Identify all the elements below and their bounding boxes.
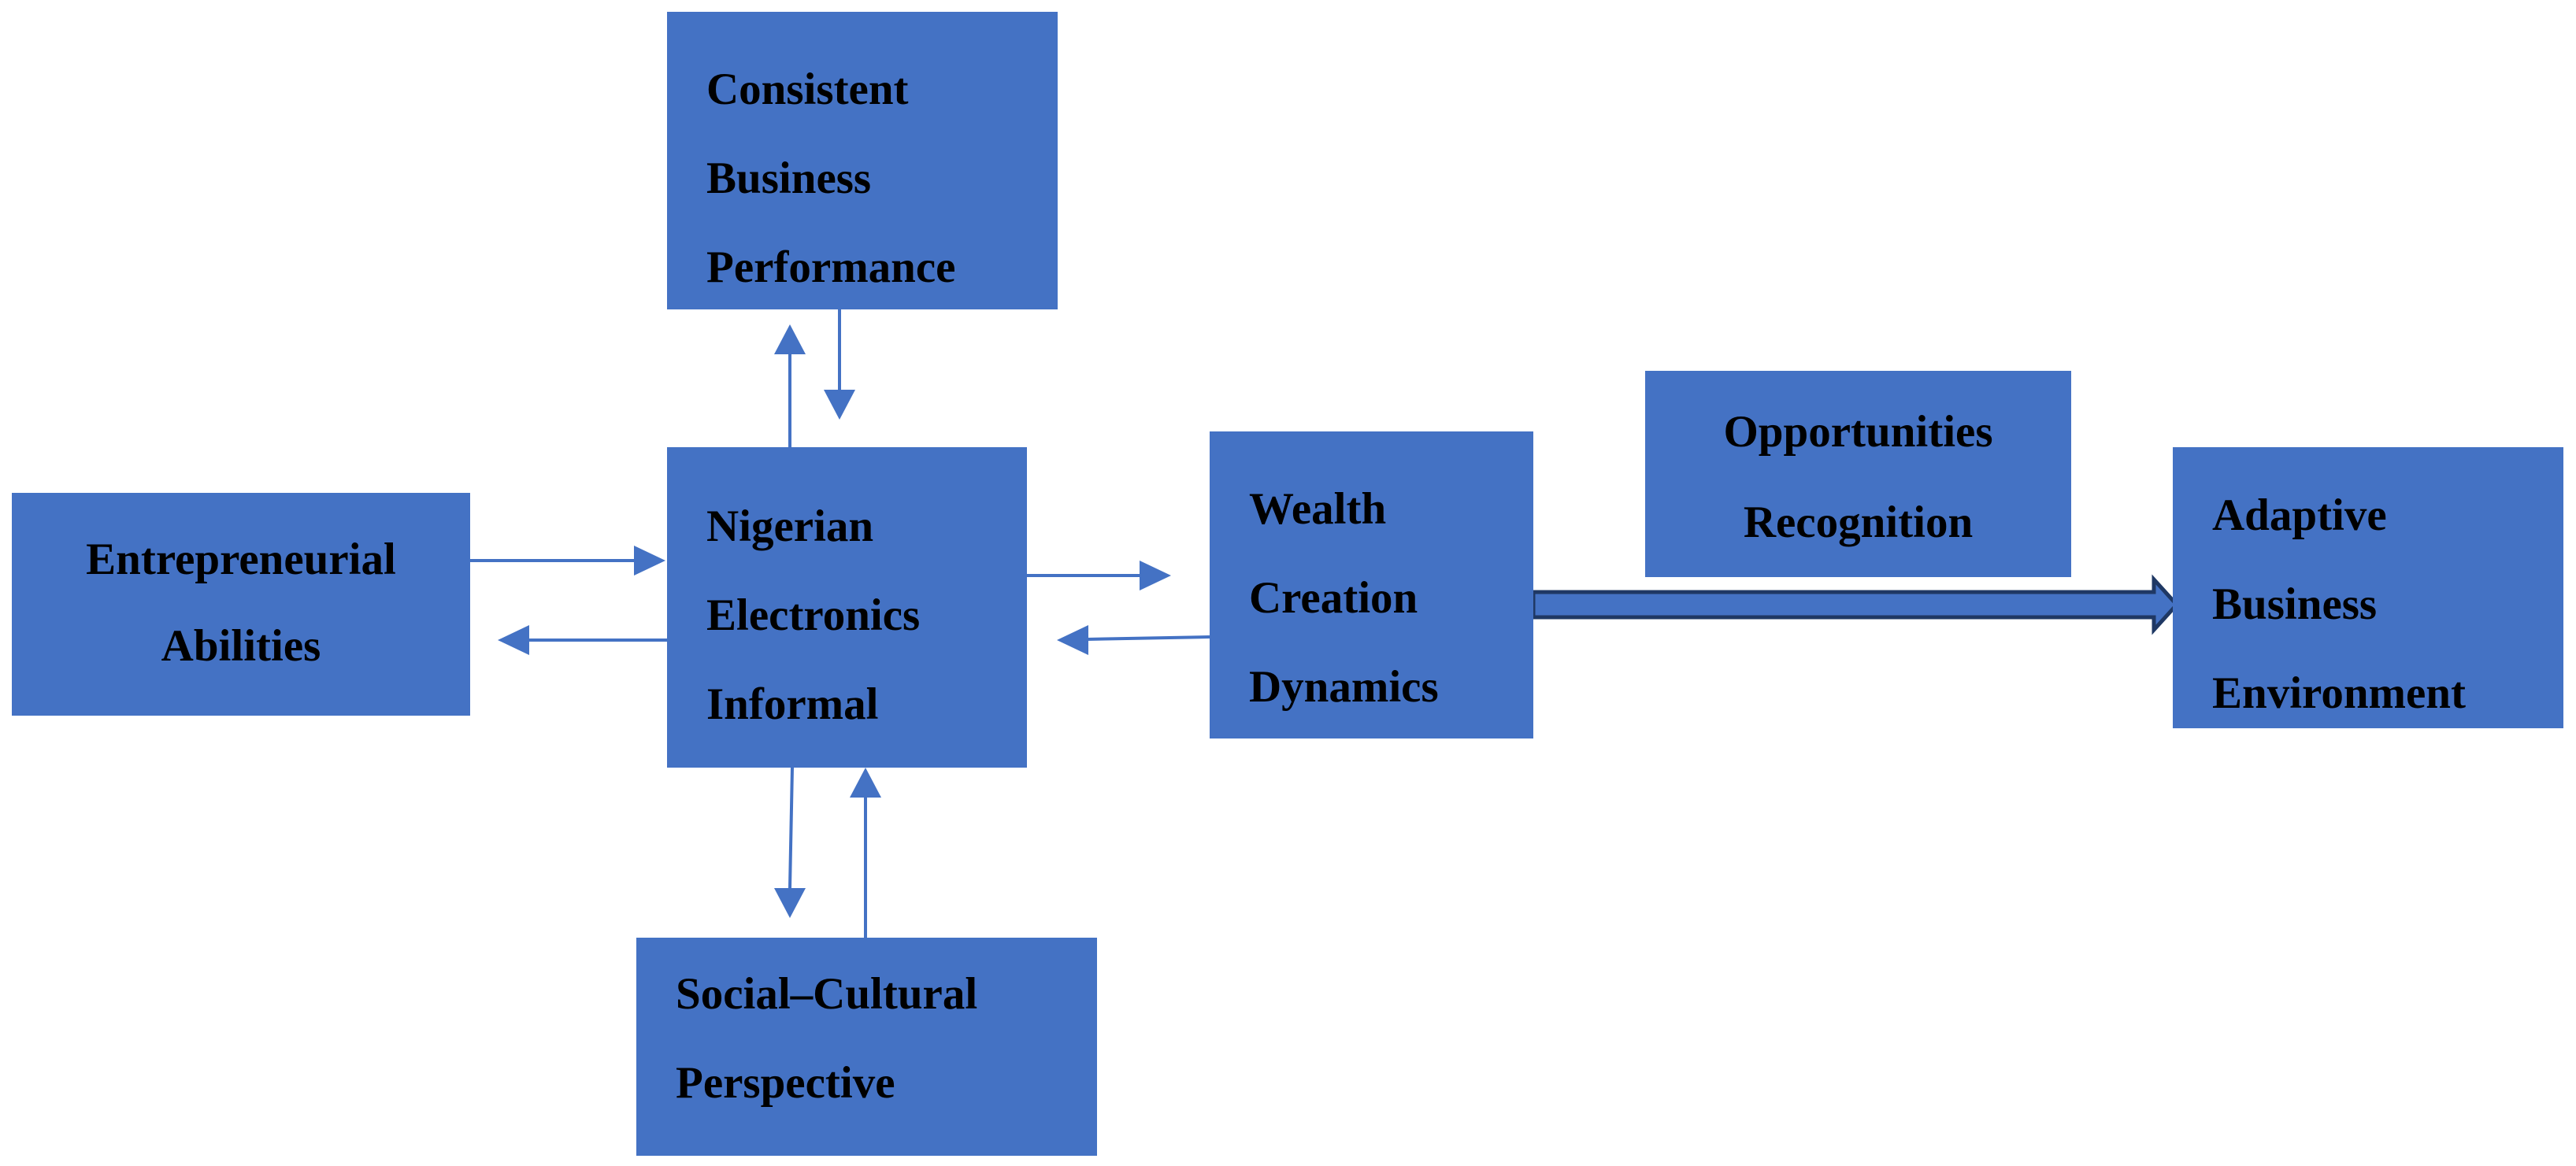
node-label-line: Environment [2212,668,2466,718]
node-opportunities-recognition: Opportunities Recognition [1645,371,2071,577]
node-label-line: Creation [1249,573,1418,623]
node-label-line: Social–Cultural [676,969,978,1019]
node-label-line: Business [706,154,872,203]
node-label-line: Wealth [1249,484,1387,534]
node-label-line: Adaptive [2212,490,2387,540]
arrow-social-to-nigerian [850,768,881,938]
node-label-line: Perspective [676,1058,895,1108]
arrow-consistent-to-nigerian [824,309,855,420]
arrow-entrepreneurial-to-nigerian [470,546,665,576]
node-label-line: Electronics [706,590,921,640]
node-label-line: Business [2212,579,2378,629]
node-label-line: Consistent [706,65,909,114]
node-label-line: Nigerian [706,502,874,551]
node-label-line: Entrepreneurial [86,535,396,584]
node-adaptive-business-environment: Adaptive Business Environment [2173,447,2563,728]
node-label-line: Abilities [161,621,321,671]
node-label-line: Dynamics [1249,662,1439,712]
arrow-nigerian-to-consistent [774,324,806,447]
node-consistent-business-performance: Consistent Business Performance [667,12,1058,309]
node-label-line: Performance [706,242,956,292]
arrow-nigerian-to-wealth [1027,561,1171,590]
arrow-nigerian-to-entrepreneurial [498,625,667,655]
node-nigerian-electronics-informal: Nigerian Electronics Informal [667,447,1027,768]
node-entrepreneurial-abilities: Entrepreneurial Abilities [12,493,470,716]
node-wealth-creation-dynamics: Wealth Creation Dynamics [1210,431,1533,738]
arrow-wealth-to-nigerian [1057,625,1210,655]
arrow-nigerian-to-social [774,767,806,918]
node-label-line: Recognition [1743,498,1974,547]
node-social-cultural-perspective: Social–Cultural Perspective [636,938,1097,1156]
node-label-line: Opportunities [1723,407,1993,457]
node-label-line: Informal [706,679,879,729]
arrow-wealth-to-adaptive [1531,574,2180,635]
